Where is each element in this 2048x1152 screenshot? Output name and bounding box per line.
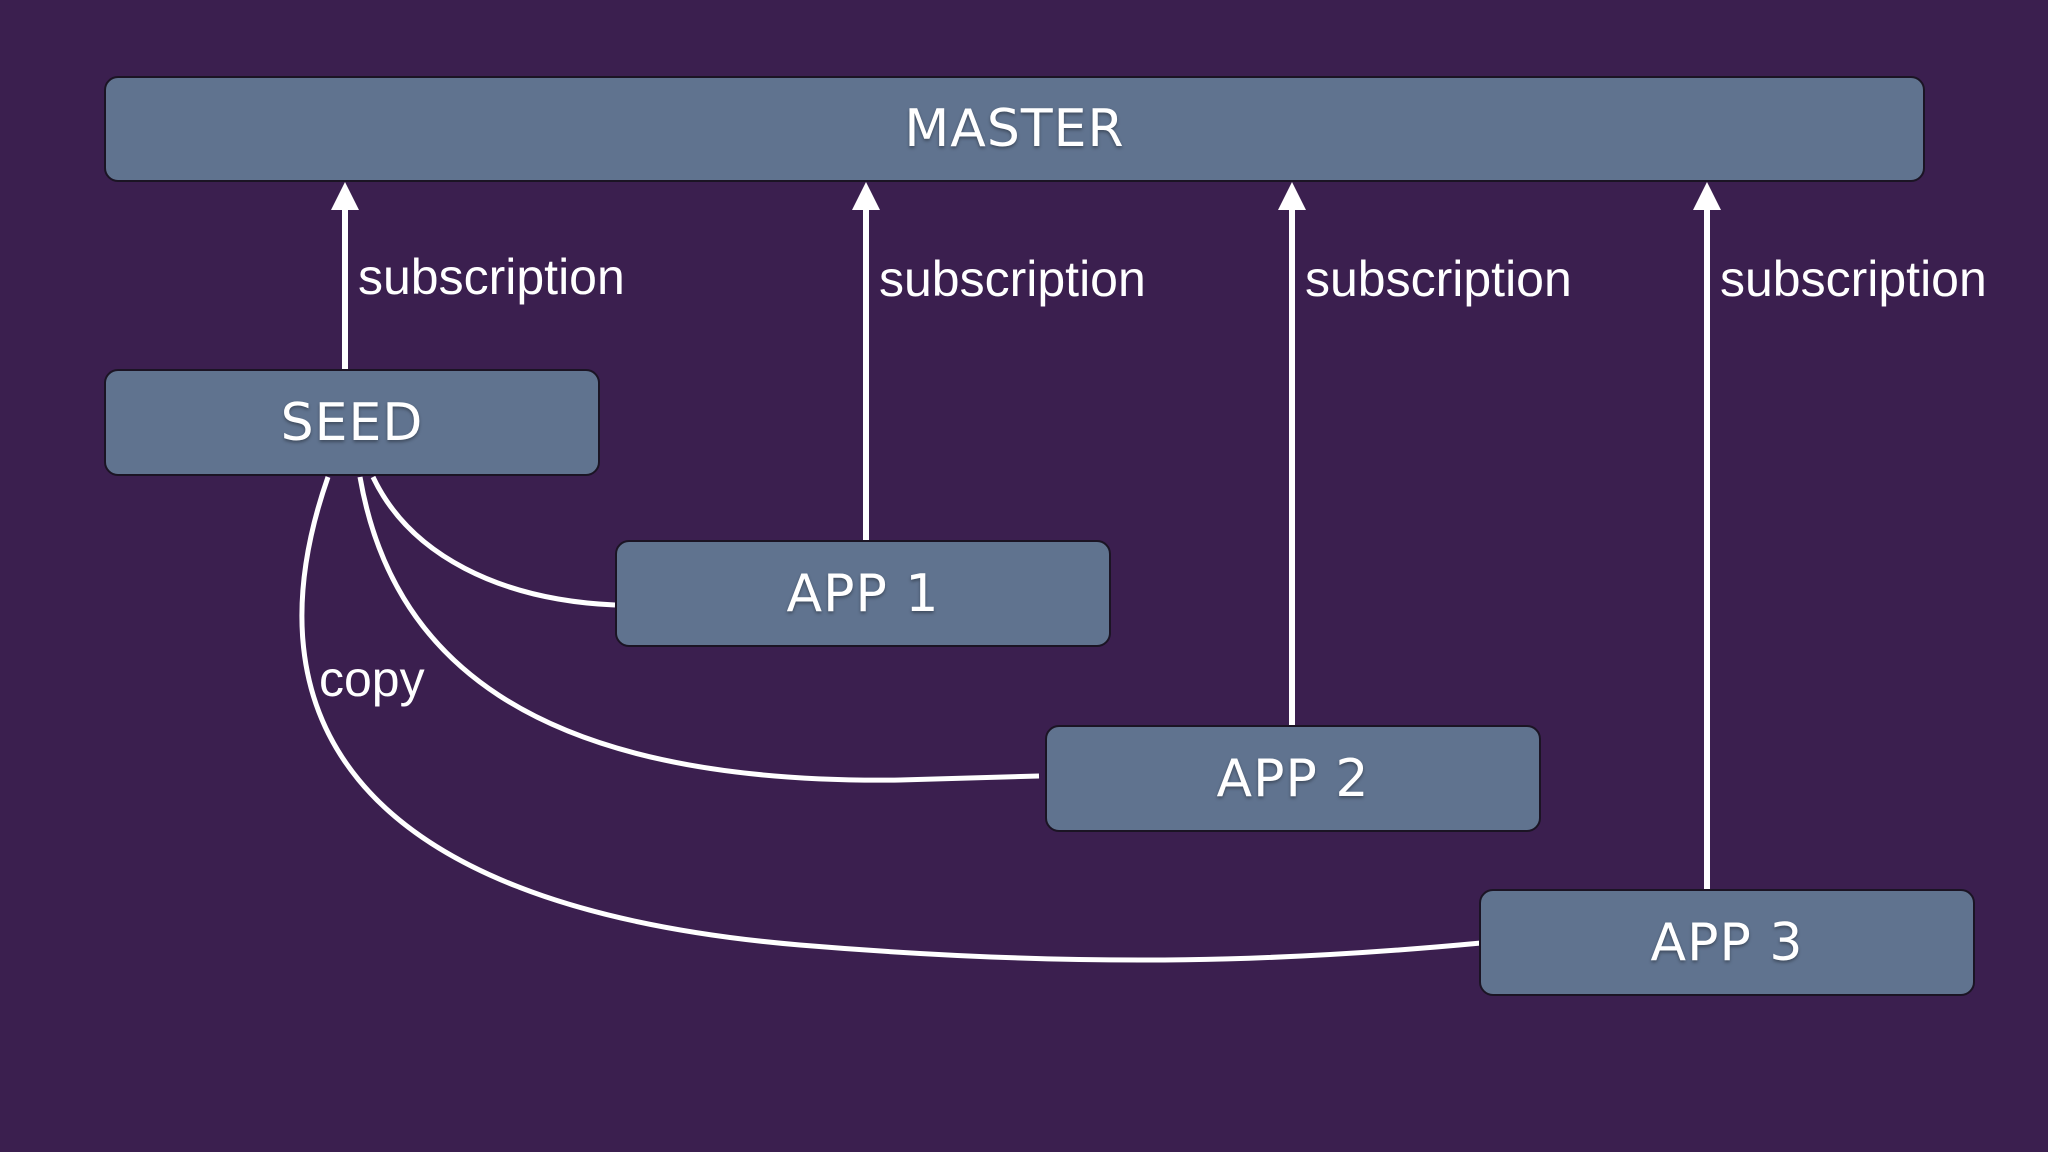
master-node: MASTER xyxy=(104,76,1925,182)
arrow-head-app2 xyxy=(1278,182,1306,210)
copy-curve-app3 xyxy=(299,476,1482,963)
arrow-head-app1 xyxy=(852,182,880,210)
app1-node: APP 1 xyxy=(615,540,1111,647)
app2-node: APP 2 xyxy=(1045,725,1541,832)
subscription-label-app3: subscription xyxy=(1720,251,1987,307)
arrow-head-seed xyxy=(331,182,359,210)
copy-curve-app2 xyxy=(357,476,1040,783)
subscription-label-seed: subscription xyxy=(358,249,625,305)
copy-curve-app1 xyxy=(370,475,616,608)
arrow-head-app3 xyxy=(1693,182,1721,210)
subscription-label-app2: subscription xyxy=(1305,251,1572,307)
seed-node: SEED xyxy=(104,369,600,476)
app3-node: APP 3 xyxy=(1479,889,1975,996)
copy-label: copy xyxy=(319,651,425,707)
subscription-label-app1: subscription xyxy=(879,251,1146,307)
